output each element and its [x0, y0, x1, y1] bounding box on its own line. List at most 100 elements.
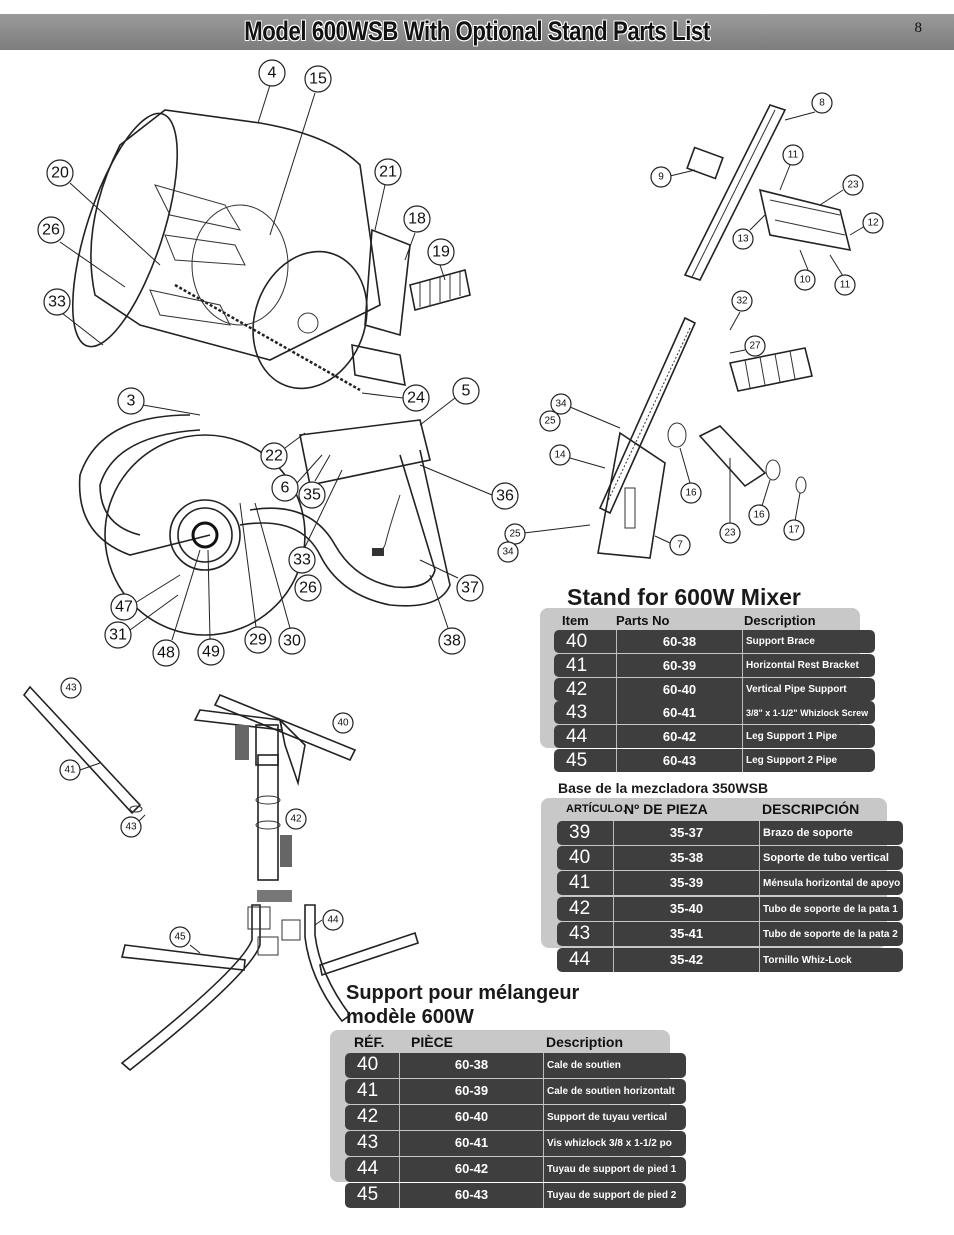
svg-text:34: 34	[502, 547, 514, 558]
callout-38: 38	[429, 574, 466, 655]
svg-text:27: 27	[749, 341, 761, 352]
pulley	[683, 104, 787, 281]
motor-housing	[351, 228, 411, 387]
parts-table-es: ARTÍCULO. Nº DE PIEZA DESCRIPCIÓN 39 35-…	[541, 798, 905, 973]
svg-text:13: 13	[737, 234, 749, 245]
handle	[409, 269, 471, 311]
table-row: 45 60-43 Leg Support 2 Pipe	[554, 749, 875, 772]
callout-48: 48	[152, 549, 201, 667]
table-row: 42 35-40 Tubo de soporte de la pata 1	[557, 897, 903, 921]
svg-text:22: 22	[265, 448, 283, 465]
col-header-item: Item	[562, 613, 589, 628]
callout-36: 36	[419, 464, 519, 510]
svg-text:23: 23	[724, 528, 736, 539]
svg-text:16: 16	[753, 510, 765, 521]
svg-text:30: 30	[283, 633, 301, 650]
table-row: 42 60-40 Vertical Pipe Support	[554, 678, 875, 701]
callout-18: 18	[403, 205, 431, 261]
svg-text:4: 4	[268, 65, 277, 82]
title-bar: Model 600WSB With Optional Stand Parts L…	[0, 14, 954, 50]
callout-3: 3	[117, 387, 201, 416]
bracket-plate	[597, 431, 666, 559]
svg-text:17: 17	[788, 525, 800, 536]
mixer-exploded-diagram: 4 15 20 21 18 26 19 33 3 24 5 22 6 35 36…	[37, 59, 519, 667]
callout-45: 45	[169, 926, 201, 954]
svg-text:23: 23	[847, 180, 859, 191]
callout-47: 47	[110, 574, 181, 621]
table-row: 45 60-43 Tuyau de support de pied 2	[345, 1183, 686, 1208]
callout-26: 26	[37, 216, 126, 288]
svg-text:33: 33	[293, 552, 311, 569]
callout-20: 20	[46, 159, 161, 266]
sleeve	[667, 422, 807, 494]
table-row: 40 60-38 Support Brace	[554, 630, 875, 653]
callout-7: 7	[654, 534, 691, 556]
mixer-frame	[78, 414, 451, 607]
shaft-assembly	[686, 146, 852, 252]
table-row: 42 60-40 Support de tuyau vertical	[345, 1105, 686, 1130]
svg-text:38: 38	[443, 633, 461, 650]
svg-text:43: 43	[65, 683, 77, 694]
callout-30: 30	[254, 502, 306, 655]
table-row: 41 60-39 Horizontal Rest Bracket	[554, 654, 875, 677]
callout-13: 13	[732, 214, 766, 250]
callout-9: 9	[650, 166, 696, 188]
callout-11-bottom: 11	[829, 254, 856, 296]
callout-27: 27	[729, 335, 766, 357]
svg-text:11: 11	[788, 150, 799, 161]
callout-34-top: 34	[550, 393, 621, 429]
parts-table-fr: RÉF. PIÈCE Description 40 60-38 Cale de …	[330, 1030, 688, 1210]
callout-41: 41	[59, 759, 101, 781]
table-row: 44 60-42 Leg Support 1 Pipe	[554, 725, 875, 748]
callout-33-mid: 33	[288, 469, 343, 574]
svg-text:34: 34	[555, 399, 567, 410]
svg-text:18: 18	[408, 211, 426, 228]
svg-text:44: 44	[327, 915, 339, 926]
col-header-desc: DESCRIPCIÓN	[762, 801, 860, 817]
pulley-detail-diagram: 8 9 11 23 12 13 10 11	[650, 92, 884, 296]
svg-text:31: 31	[109, 627, 127, 644]
callout-29: 29	[239, 502, 272, 654]
callout-40: 40	[332, 712, 354, 734]
page-title: Model 600WSB With Optional Stand Parts L…	[244, 16, 710, 46]
table-en-title: Stand for 600W Mixer	[567, 584, 801, 610]
svg-text:19: 19	[432, 244, 450, 261]
svg-text:15: 15	[309, 71, 327, 88]
svg-text:47: 47	[115, 599, 133, 616]
wheel	[104, 434, 306, 636]
callout-31: 31	[104, 594, 179, 649]
table-fr-title-line2: modèle 600W	[346, 1006, 474, 1028]
col-header-part: Nº DE PIEZA	[624, 801, 708, 817]
horizontal-rest-bracket	[22, 685, 143, 815]
col-header-part: Parts No	[616, 613, 670, 628]
svg-text:32: 32	[736, 296, 748, 307]
callout-19: 19	[427, 238, 455, 281]
table-row: 40 35-38 Soporte de tubo vertical	[557, 846, 903, 870]
callout-23: 23	[819, 174, 864, 206]
svg-text:37: 37	[461, 580, 479, 597]
handle-grip	[728, 347, 813, 392]
svg-text:41: 41	[64, 765, 76, 776]
col-header-desc: Description	[546, 1034, 624, 1050]
svg-text:10: 10	[799, 275, 811, 286]
table-row: 43 35-41 Tubo de soporte de la pata 2	[557, 922, 903, 946]
svg-text:6: 6	[281, 480, 290, 497]
svg-text:5: 5	[462, 383, 471, 400]
callout-33-top: 33	[43, 288, 104, 346]
callout-14: 14	[549, 444, 606, 469]
svg-text:29: 29	[249, 632, 267, 649]
table-row: 43 60-41 Vis whizlock 3/8 x 1-1/2 po	[345, 1131, 686, 1156]
bracket-detail-diagram: 32 27 34 25 14 16 23 16 17 25 34 7	[497, 290, 813, 563]
callout-24: 24	[361, 384, 430, 412]
col-header-desc: Description	[744, 613, 816, 628]
callout-10: 10	[794, 249, 816, 291]
svg-text:36: 36	[496, 488, 514, 505]
table-fr-title-line1: Support pour mélangeur	[346, 982, 580, 1004]
callout-43-bottom: 43	[120, 814, 146, 838]
svg-text:20: 20	[51, 165, 69, 182]
table-row: 41 60-39 Cale de soutien horizontalt	[345, 1079, 686, 1104]
support-brace	[193, 693, 357, 787]
callout-49: 49	[197, 549, 225, 666]
svg-text:3: 3	[127, 393, 136, 410]
callout-4: 4	[257, 59, 286, 124]
